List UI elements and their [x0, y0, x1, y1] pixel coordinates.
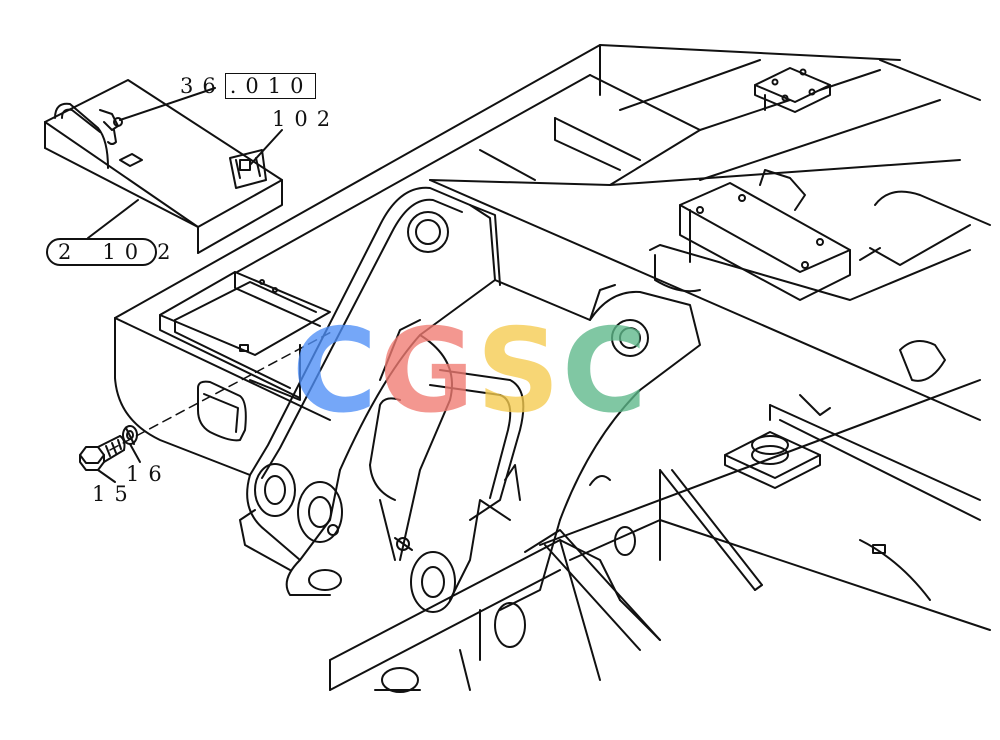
- callout-2: 2: [58, 240, 81, 264]
- assembly-axis-line: [110, 330, 335, 450]
- machine-frame: [115, 45, 990, 692]
- tool-box-part: [45, 80, 282, 253]
- callout-36-010: 36.010: [180, 73, 316, 99]
- callout-2-10-oval: 2 10: [46, 238, 158, 266]
- callout-2-suffix: 2: [157, 240, 180, 264]
- callout-2-10-2: 2 10 2: [46, 238, 180, 266]
- watermark-letter-c1: C: [292, 304, 380, 439]
- watermark-letter-c2: C: [561, 304, 650, 439]
- leader-2-10-2: [88, 200, 138, 238]
- leader-15: [98, 470, 115, 482]
- leader-16: [130, 444, 140, 462]
- watermark-letter-g: G: [379, 304, 477, 439]
- boom-foot-bracket: [240, 188, 700, 612]
- callout-010-boxed: .010: [224, 73, 316, 99]
- callout-15: 15: [92, 482, 137, 506]
- cgsc-watermark: CGSC: [292, 314, 649, 430]
- leader-102-top: [250, 130, 282, 165]
- callout-36-prefix: 36: [180, 74, 225, 98]
- washer-part: [123, 426, 137, 444]
- callout-16: 16: [126, 462, 171, 486]
- callout-102: 102: [272, 107, 340, 131]
- callout-10: 10: [102, 240, 148, 264]
- watermark-letter-s: S: [476, 304, 562, 439]
- bolt-part: [80, 436, 125, 470]
- leader-36-010: [120, 88, 215, 120]
